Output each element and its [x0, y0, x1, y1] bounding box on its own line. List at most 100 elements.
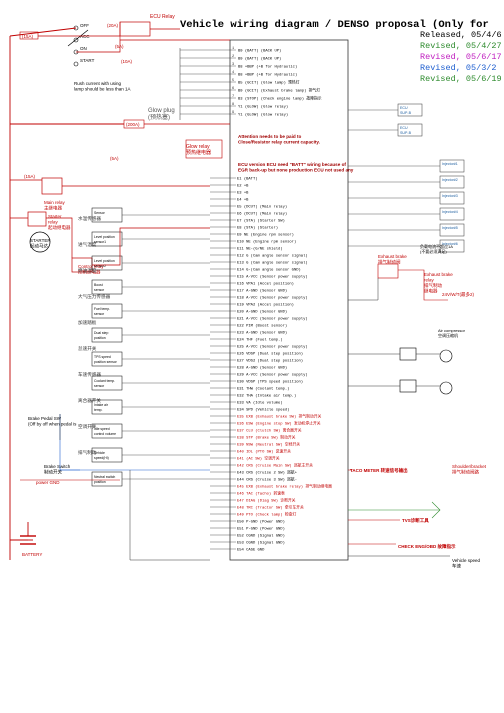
sensor-box: Sensor	[91, 207, 210, 223]
top-pin-number: 7	[232, 95, 234, 99]
right-box-label: ECU	[400, 106, 408, 110]
ecu-pin-label: E15 A-VCC (Sensor power supply)	[237, 275, 308, 280]
top-pin-number: 8	[232, 103, 234, 107]
top-pin-label: Y1 (GLOW) (Glow relay)	[238, 113, 288, 118]
right-box-label: Injector#4	[442, 210, 458, 214]
right-box: Injector#1	[348, 159, 465, 173]
revision-entry: Revised, 05/6/19	[420, 74, 502, 84]
ecu-pin-label: E50 P-GND (Power GND)	[237, 520, 285, 525]
right-box-label: Injector#3	[442, 194, 458, 198]
ecu-pin-label: E40 IDL (PTO SW) 怠速开关	[237, 449, 291, 455]
sensor-side-label: 空调开关	[78, 423, 97, 430]
ecu-pin-label: E1 (BATT)	[237, 177, 258, 182]
ecu-pin-label: E42 CRS (Cruise Main SW) 巡航主开关	[237, 463, 313, 469]
ecu-pin-label: E25 A-VCC (Sensor power supply)	[237, 345, 308, 350]
top-pin-label: B9 (BATT) (BACK UP)	[238, 49, 281, 54]
wire-layer	[9, 22, 450, 561]
sensor-box-label: Sensor	[94, 211, 106, 215]
glow-relay-box	[185, 139, 223, 159]
glow-plug-label: Glow plug (预热塞)	[148, 108, 176, 121]
ecu-pin-label: E5 (DCUT) (Main relay)	[237, 205, 287, 210]
sensor-side-label: 车速传感器	[78, 371, 101, 378]
top-pin-number: 5	[232, 79, 234, 83]
sensor-side-label: 离合器开关	[78, 397, 101, 404]
wire	[76, 39, 230, 53]
exhaust-relay-box	[377, 263, 399, 279]
top-pin-number: 2	[232, 55, 234, 59]
fuse-15a-label: (15A)	[22, 34, 34, 39]
ecu-pin-label: E3 +B	[237, 192, 249, 196]
battery-label: BATTERY	[22, 552, 42, 557]
right-box-label: Injector#5	[442, 226, 458, 230]
ac-relay-symbol	[399, 347, 453, 395]
starter-relay-box	[27, 211, 47, 227]
sensor-side-label: 燃油温度	[78, 267, 97, 274]
fuse-15a	[19, 31, 39, 40]
load-note: 负载电流不超过1A(不要必须满足)	[420, 243, 453, 254]
right-box: Injector#3	[348, 191, 465, 205]
ecu-pin-label: E26 VDSP (Dual step position)	[237, 352, 303, 357]
right-box: Injector#5	[348, 223, 465, 237]
ecu-pin-label: E10 NE (Engine rpm sensor)	[237, 240, 296, 245]
ecu-pin-label: E33 VA (Idle volume)	[237, 401, 283, 406]
ecu-pin-label: E19 VPA2 (Accel position)	[237, 303, 294, 308]
top-pin-label: B8 +BBP (+B for Hydraulic)	[238, 65, 297, 70]
ecu-pin-label: E49 PTO (Check lamp) 检查灯	[237, 512, 296, 518]
ecu-pin-label: E8 (STA) (Starter)	[237, 226, 278, 231]
ecu-pin-label: E41 (AC SW) 空调开关	[237, 456, 280, 462]
rush-note: Rush current with using lamp should be l…	[74, 81, 131, 92]
ecu-pin-label: E48 TRC (Tractor SW) 牵引车开关	[237, 505, 304, 511]
wire	[398, 269, 448, 301]
sensor-box: Coolant temp.sensor	[91, 375, 210, 391]
top-pin-label: Y1 (GLOW) (Glow relay)	[238, 105, 288, 110]
sensor-side-label: 水温传感器	[78, 215, 101, 222]
ignition-start-label: START	[80, 58, 95, 63]
ecu-pin-label: E16 VPA1 (Accel position)	[237, 282, 294, 287]
revision-entry: Revised, 05/6/17	[420, 52, 502, 62]
ecu-pin-label: E53 CGND (Signal GND)	[237, 541, 285, 546]
ecu-pin-label: E51 P-GND (Power GND)	[237, 527, 285, 532]
tvs-label: TVS诊断工具	[402, 517, 429, 524]
ecu-pin-label: E37 CLU (Clutch SW) 离合器开关	[237, 428, 302, 434]
ecu-pin-label: E28 A-GND (Sensor GND)	[237, 366, 287, 371]
revision-entry: Revised, 05/3/2	[420, 63, 497, 73]
ecu-pin-label: E38 STP (Brake SW) 制动开关	[237, 435, 296, 441]
ecu-relay-box	[119, 21, 151, 37]
ecu-pin-label: E31 THW (Coolant temp.)	[237, 387, 289, 392]
glow-relay-label: Glow relay 预热继电器	[186, 144, 211, 156]
sensor-side-label: 排气制动	[78, 449, 97, 456]
ecu-pin-label: E7 (STA) (Starter SW)	[237, 219, 285, 224]
brake-pedal-label: Brake Pedal SW(Off by off when pedal is	[28, 416, 77, 427]
right-box: Injector#2	[348, 175, 465, 189]
ecu-pin-label: E30 VDSP (TPS speed position)	[237, 380, 303, 385]
ecu-pin-label: E4 +B	[237, 199, 249, 203]
ecu-pin-label: E46 TAC (Tacho) 转速表	[237, 491, 285, 497]
revision-entry: Revised, 05/4/27	[420, 41, 502, 51]
ecu-pin-label: E36 ESW (Engine stop SW) 发动机停止开关	[237, 421, 321, 427]
sensor-side-label: 加速踏板	[78, 319, 97, 326]
ignition-off-label: OFF	[80, 23, 89, 28]
ignition-acc-label: ACC	[80, 34, 90, 39]
ecu-pin-label: E21 A-VCC (Sensor power supply)	[237, 317, 308, 322]
ecu-pin-label: E34 SPD (Vehicle speed)	[237, 408, 289, 413]
